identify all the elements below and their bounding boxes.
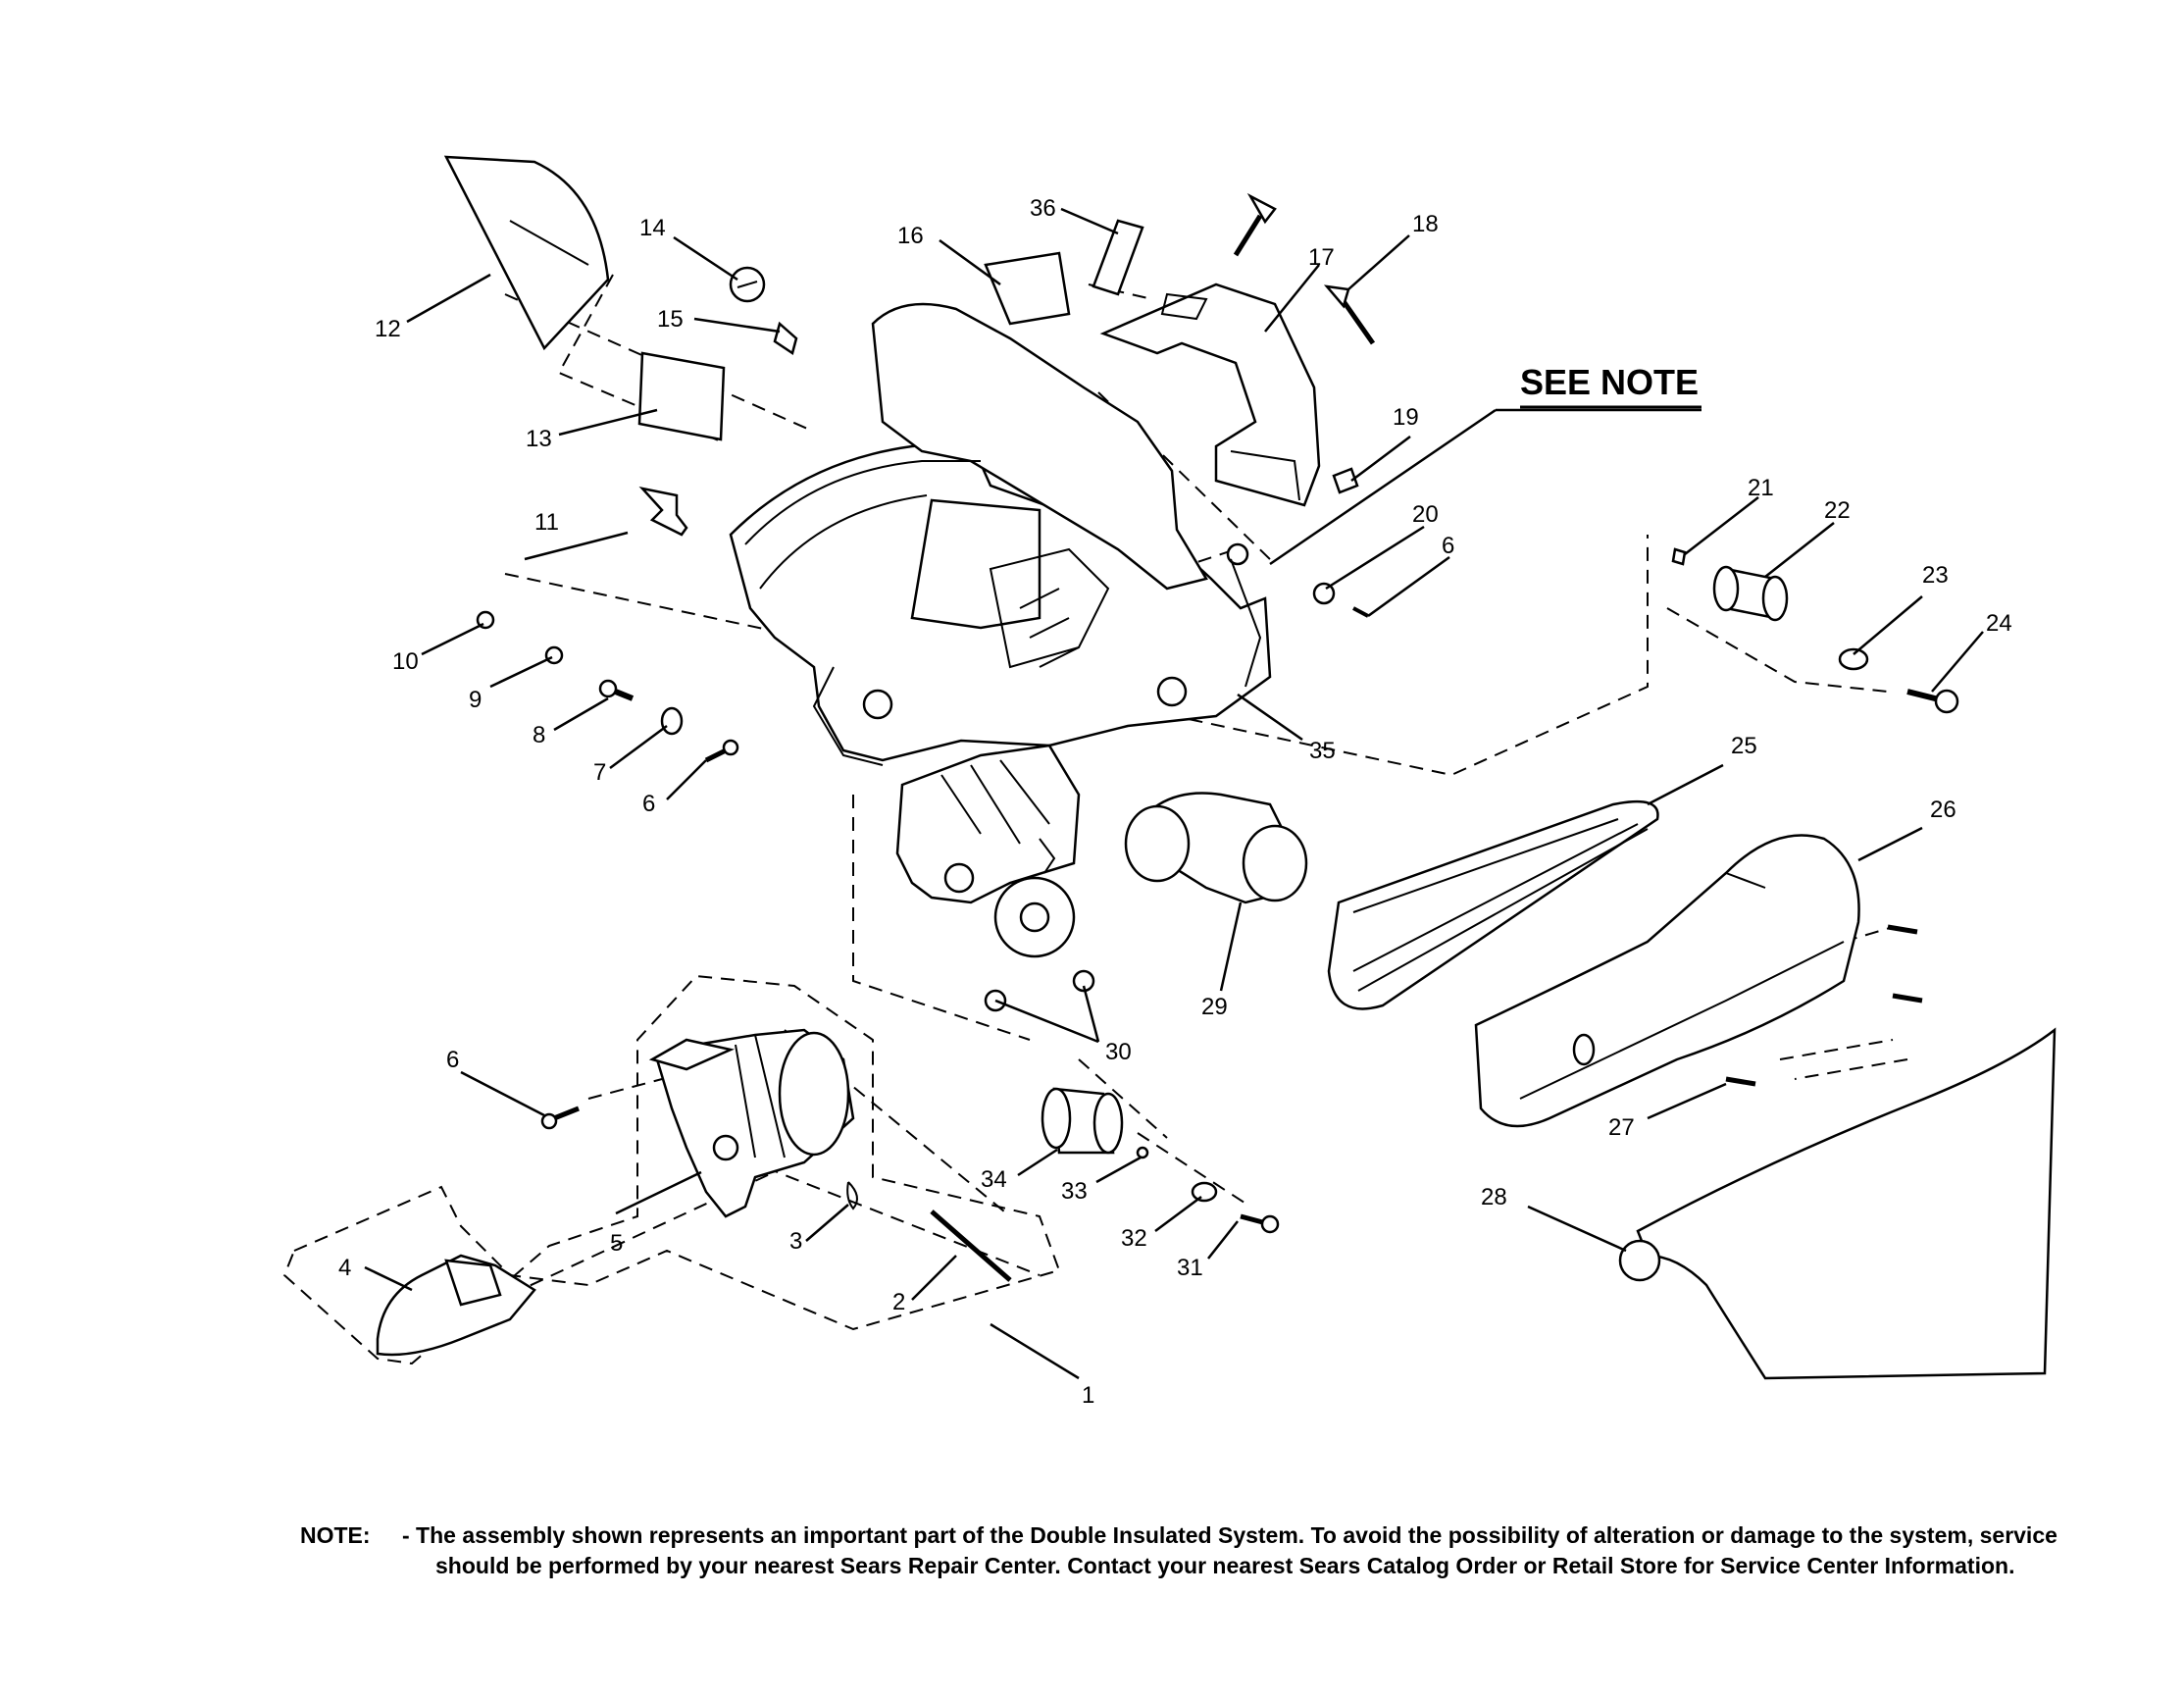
callout-6-mid: 6 xyxy=(642,791,655,817)
part-9-shape xyxy=(544,645,564,665)
callout-16: 16 xyxy=(897,223,924,249)
callout-32: 32 xyxy=(1121,1225,1147,1252)
exploded-parts-diagram: 1 2 3 4 5 6 6 6 7 8 9 10 11 12 13 14 15 … xyxy=(282,155,2057,1409)
callout-23: 23 xyxy=(1922,562,1949,589)
callout-8: 8 xyxy=(533,722,545,748)
callout-24: 24 xyxy=(1986,610,2012,637)
callout-15: 15 xyxy=(657,306,684,333)
leader-lines xyxy=(364,207,1984,1380)
part-26-shape xyxy=(1474,834,1860,1128)
part-20-shape xyxy=(1312,582,1336,605)
callout-36: 36 xyxy=(1030,195,1056,222)
part-22-shape xyxy=(1712,565,1789,622)
part-17-screw xyxy=(1233,192,1277,257)
callout-22: 22 xyxy=(1824,497,1851,524)
callout-20: 20 xyxy=(1412,501,1439,528)
part-30-shape xyxy=(984,969,1095,1012)
part-16-shape xyxy=(984,251,1071,326)
callout-13: 13 xyxy=(526,426,552,452)
part-17-shape xyxy=(1099,283,1321,507)
part-2-shape xyxy=(930,1210,1012,1282)
callout-5: 5 xyxy=(610,1230,623,1257)
callout-10: 10 xyxy=(392,648,419,675)
part-19-shape xyxy=(1332,467,1359,494)
part-23-shape xyxy=(1838,647,1869,671)
callout-21: 21 xyxy=(1748,475,1774,501)
callout-11: 11 xyxy=(534,509,559,536)
callout-6-lower: 6 xyxy=(446,1047,459,1073)
part-28-shape xyxy=(1618,1027,2057,1380)
callout-26: 26 xyxy=(1930,797,1956,823)
callout-6-upper: 6 xyxy=(1442,533,1454,559)
callout-18: 18 xyxy=(1412,211,1439,237)
callout-2: 2 xyxy=(892,1289,905,1315)
callout-31: 31 xyxy=(1177,1255,1203,1281)
part-13-shape xyxy=(637,351,726,441)
part-33-shape xyxy=(1136,1146,1149,1159)
lower-arm xyxy=(895,744,1081,958)
part-18-shape xyxy=(1323,284,1376,345)
part-32-shape xyxy=(1191,1181,1218,1203)
part-3-shape xyxy=(846,1181,858,1210)
callout-25: 25 xyxy=(1731,733,1757,759)
part-15-shape xyxy=(773,321,798,356)
callout-19: 19 xyxy=(1393,404,1419,431)
part-25-shape xyxy=(1327,799,1659,1010)
callout-29: 29 xyxy=(1201,994,1228,1020)
part-27-shape xyxy=(1725,1076,1756,1087)
part-6-mid-shape xyxy=(704,739,739,763)
part-7-shape xyxy=(660,706,684,736)
callout-1: 1 xyxy=(1082,1382,1094,1409)
part-8-shape xyxy=(598,679,635,701)
callout-14: 14 xyxy=(639,215,666,241)
part-21-shape xyxy=(1671,547,1687,566)
callout-3: 3 xyxy=(789,1228,802,1255)
callout-7: 7 xyxy=(593,759,606,786)
part-24-shape xyxy=(1906,689,1959,714)
callout-27: 27 xyxy=(1608,1114,1635,1141)
callout-34: 34 xyxy=(981,1166,1007,1193)
part-29-shape xyxy=(1124,792,1308,904)
part-12-shape xyxy=(443,155,610,351)
part-31-shape xyxy=(1240,1213,1280,1234)
part-26-screws xyxy=(1887,924,1923,1004)
callout-12: 12 xyxy=(375,316,401,342)
callout-30: 30 xyxy=(1105,1039,1132,1065)
part-6-lower-shape xyxy=(540,1106,580,1130)
part-34-shape xyxy=(1041,1087,1124,1155)
callout-4: 4 xyxy=(338,1255,351,1281)
callout-9: 9 xyxy=(469,687,482,713)
part-4-shape xyxy=(376,1254,536,1357)
part-36-shape xyxy=(1092,219,1144,296)
callout-labels: 1 2 3 4 5 6 6 6 7 8 9 10 11 12 13 14 15 … xyxy=(338,195,2012,1409)
note-label: NOTE: xyxy=(300,1522,371,1548)
main-housing xyxy=(729,302,1272,766)
note-text: - The assembly shown represents an impor… xyxy=(402,1522,2057,1578)
part-11-shape xyxy=(638,487,688,537)
part-5-shape xyxy=(648,1028,855,1218)
callout-35: 35 xyxy=(1309,738,1336,764)
part-6-upper-shape xyxy=(1352,606,1369,618)
callout-33: 33 xyxy=(1061,1178,1088,1205)
callout-17: 17 xyxy=(1308,244,1335,271)
callout-28: 28 xyxy=(1481,1184,1507,1210)
see-note-label: SEE NOTE xyxy=(1520,362,1699,402)
